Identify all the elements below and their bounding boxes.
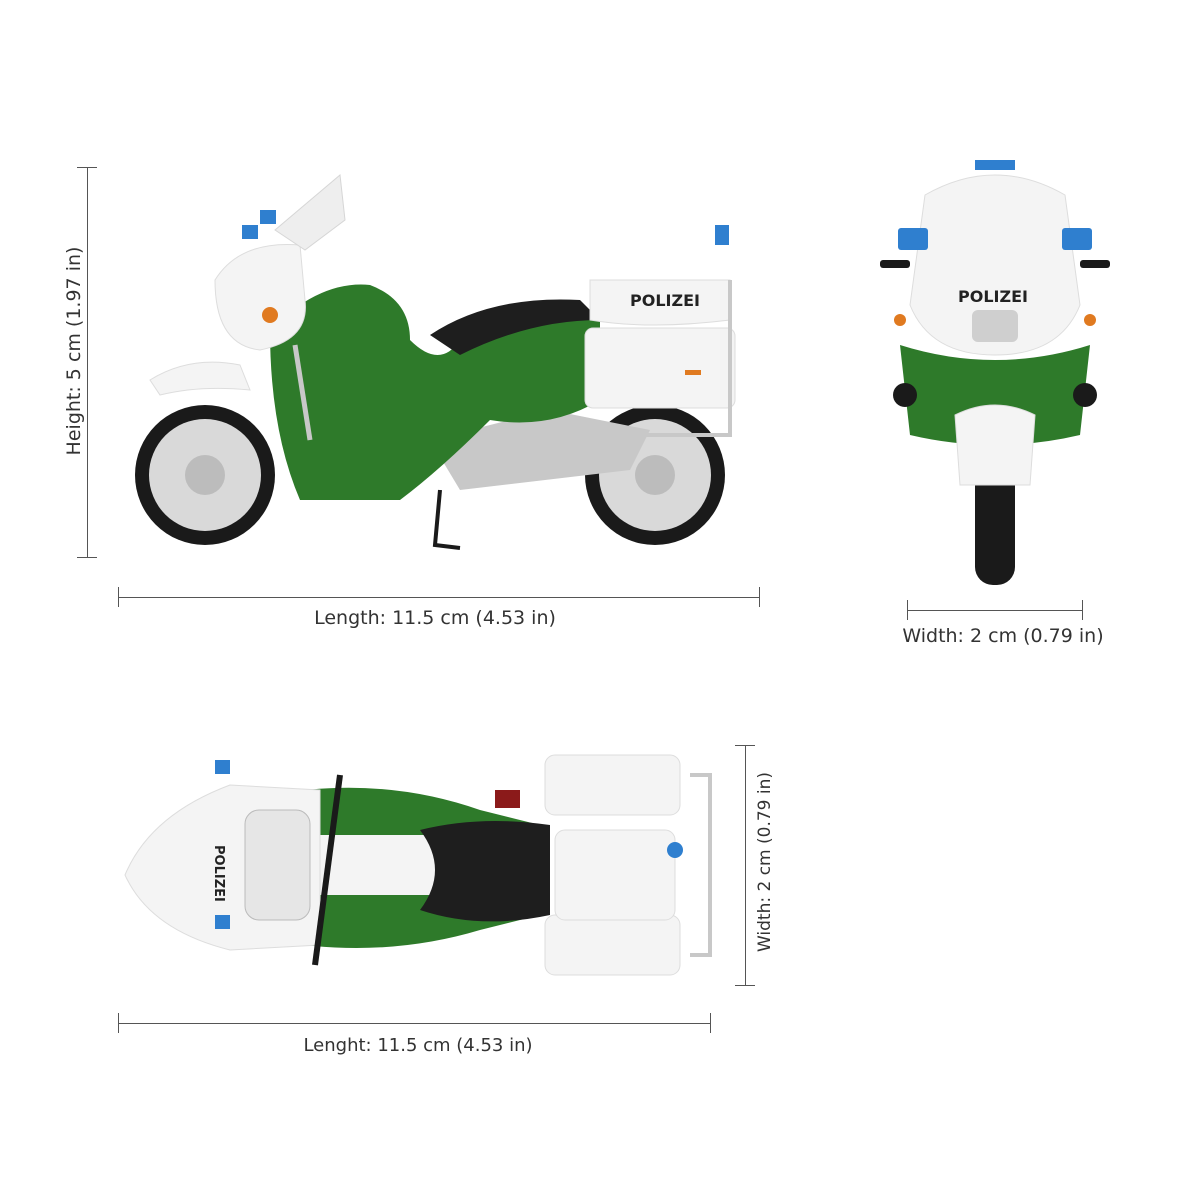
motorcycle-top-image: POLIZEI	[124, 754, 712, 976]
height-dimension-line	[87, 167, 88, 557]
side-decal-text: POLIZEI	[630, 291, 700, 310]
length-label: Length: 11.5 cm (4.53 in)	[314, 607, 556, 629]
top-length-label: Lenght: 11.5 cm (4.53 in)	[303, 1035, 533, 1056]
top-width-bottom-tick	[735, 985, 755, 986]
motorcycle-front-image: POLIZEI	[880, 160, 1110, 585]
front-width-right-tick	[1082, 600, 1083, 620]
top-length-dimension-line	[118, 1023, 710, 1024]
top-width-label: Width: 2 cm (0.79 in)	[755, 771, 775, 953]
top-decal-text: POLIZEI	[211, 845, 226, 902]
front-width-label: Width: 2 cm (0.79 in)	[902, 625, 1104, 647]
front-decal-text: POLIZEI	[958, 287, 1028, 306]
length-dimension-right-tick	[759, 587, 760, 607]
length-dimension-line	[118, 597, 759, 598]
height-label: Height: 5 cm (1.97 in)	[63, 246, 85, 456]
front-width-dimension-line	[907, 610, 1082, 611]
motorcycle-side-image: POLIZEI	[135, 174, 736, 550]
top-width-dimension-line	[745, 745, 746, 985]
height-dimension-bottom-tick	[77, 557, 97, 558]
top-length-right-tick	[710, 1013, 711, 1033]
